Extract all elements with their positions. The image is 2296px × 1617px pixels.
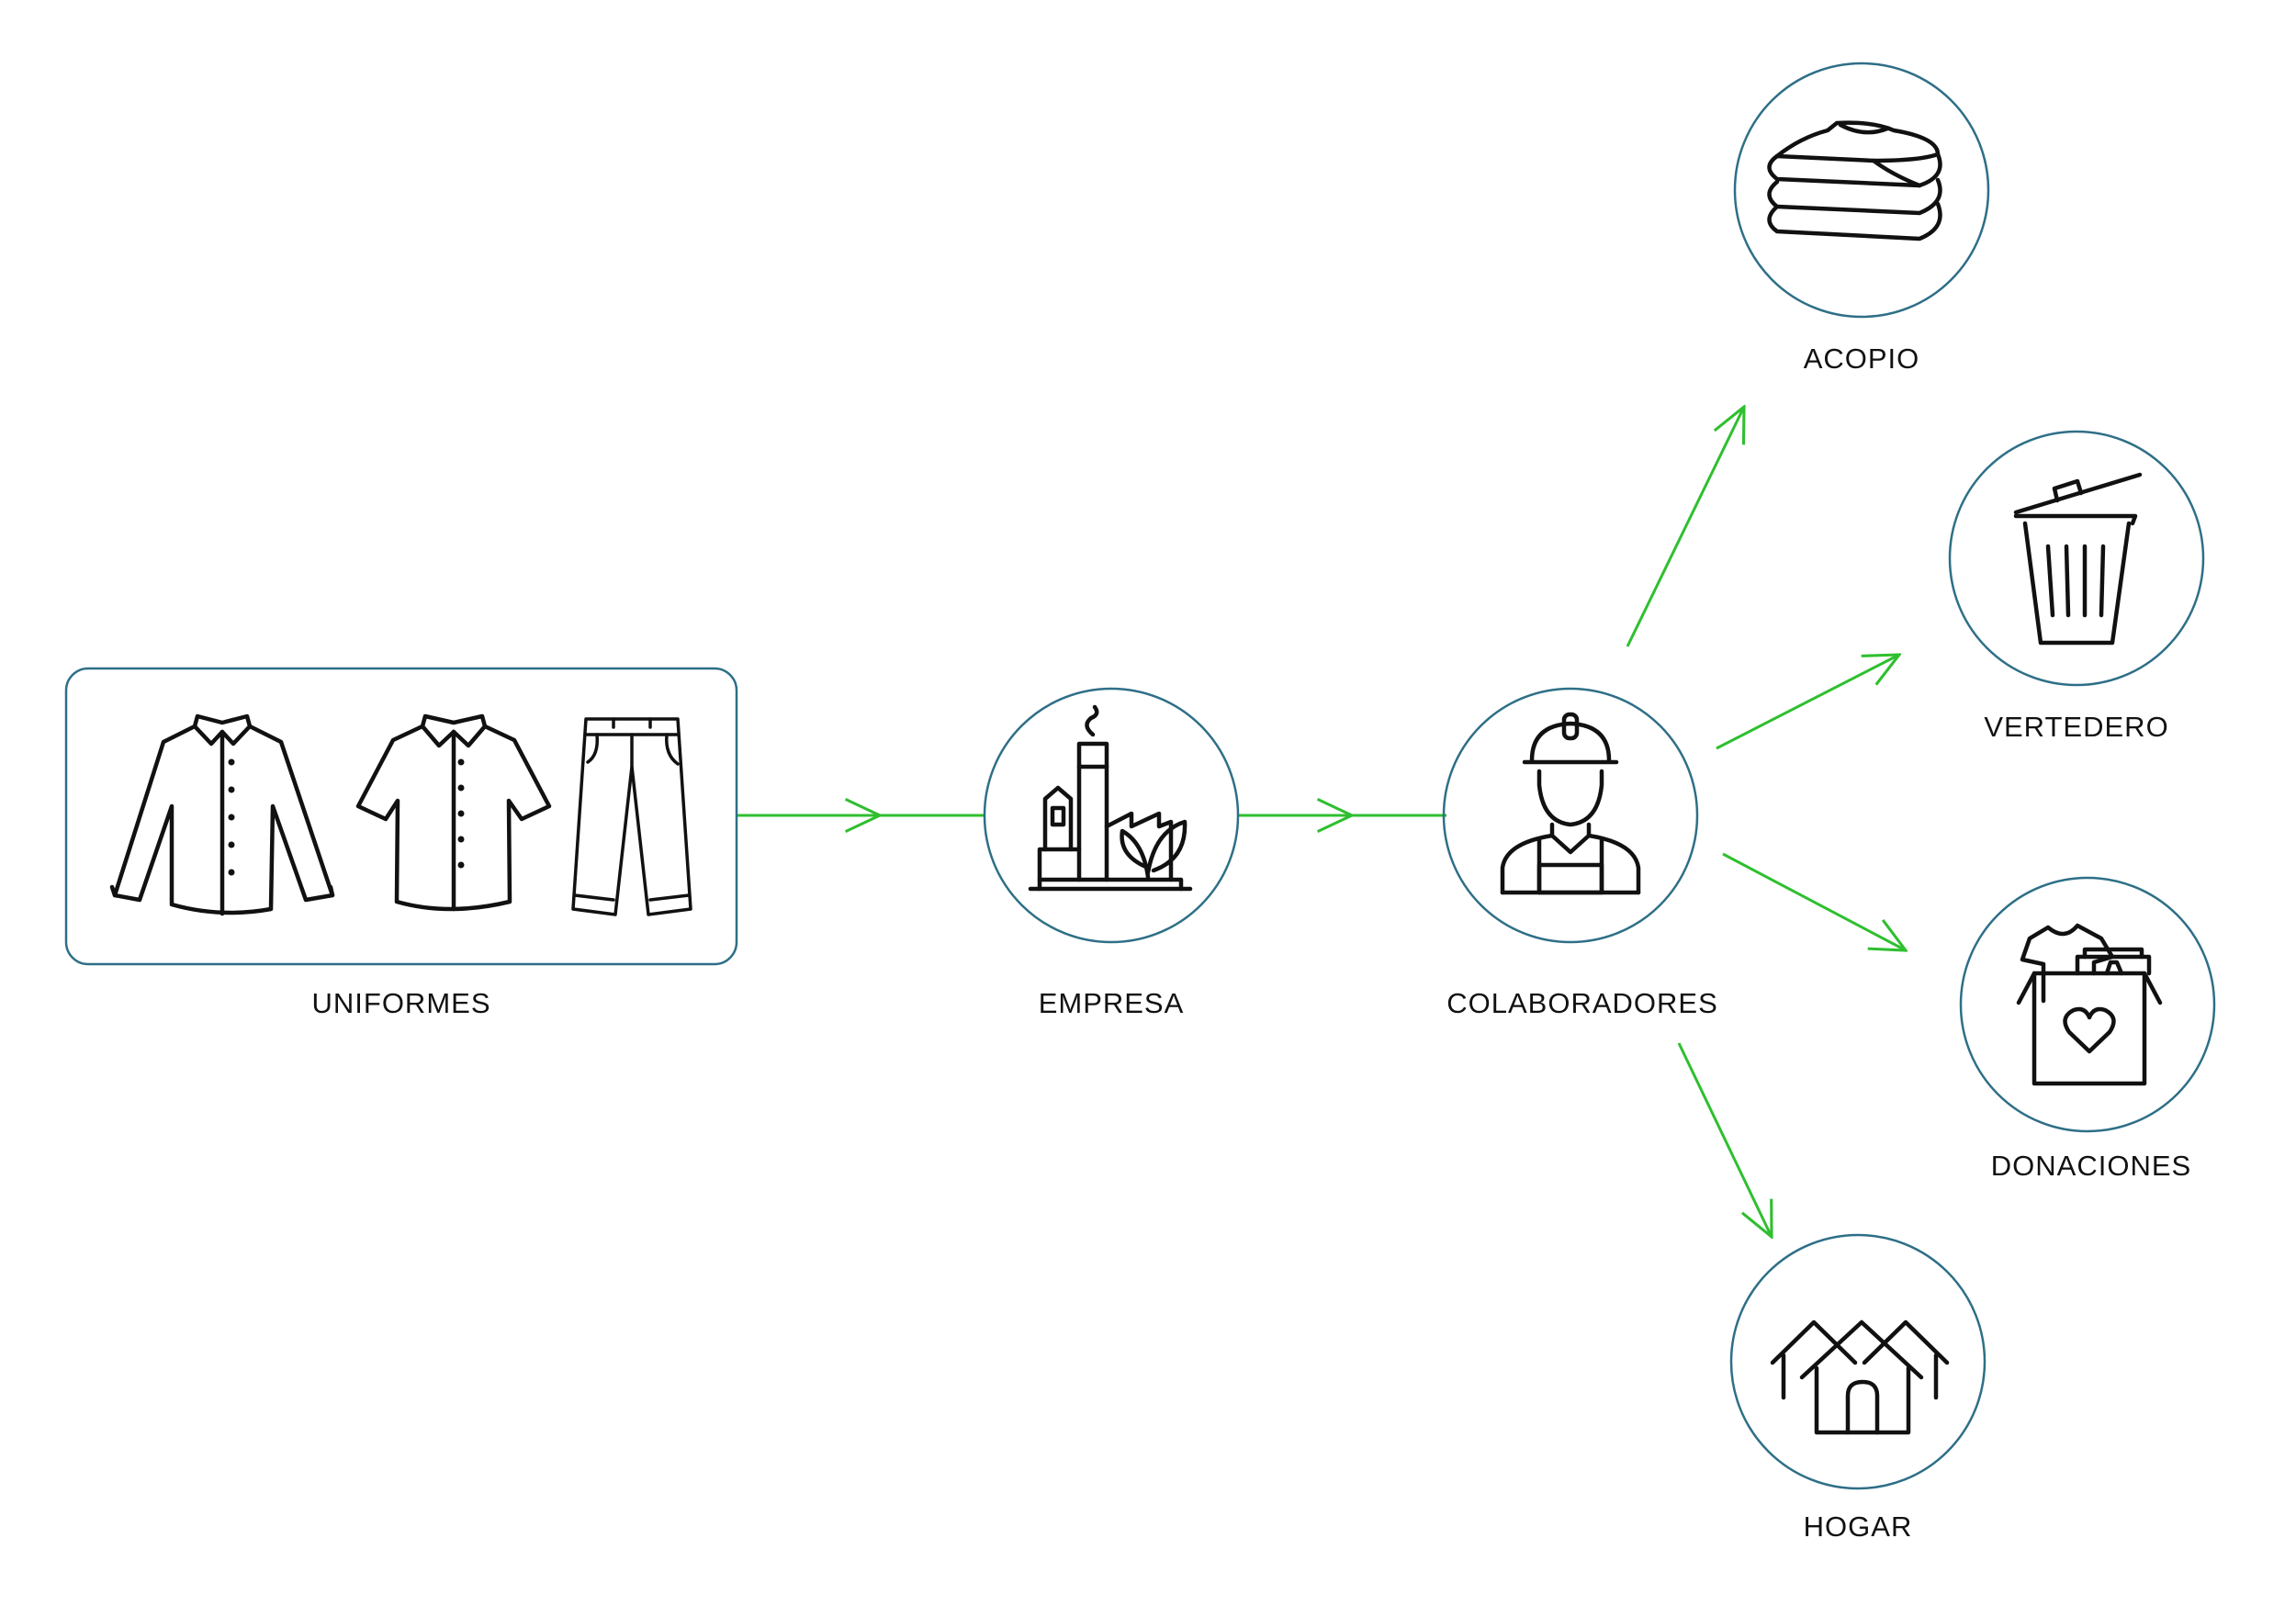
vertedero-circle — [1948, 430, 2205, 687]
arrows — [737, 407, 1906, 1237]
pants-icon — [571, 717, 692, 916]
uniformes-frame — [64, 667, 738, 966]
long-sleeve-shirt-icon — [109, 713, 335, 916]
arrow-colaboradores-acopio — [1626, 407, 1744, 647]
hogar-circle — [1729, 1233, 1986, 1490]
donaciones-circle — [1959, 876, 2216, 1133]
houses-icon — [1770, 1319, 1950, 1435]
donaciones-label: DONACIONES — [1990, 1150, 2192, 1182]
empresa-label: EMPRESA — [1038, 987, 1185, 1019]
acopio-label: ACOPIO — [1803, 342, 1920, 375]
frames — [64, 62, 2216, 1490]
factory-leaf-icon — [1028, 704, 1193, 892]
empresa-circle — [983, 687, 1240, 944]
short-sleeve-shirt-icon — [355, 713, 552, 912]
hogar-label: HOGAR — [1803, 1510, 1913, 1543]
colaboradores-circle — [1442, 687, 1699, 944]
arrow-colaboradores-hogar — [1677, 1042, 1772, 1237]
arrow-colaboradores-donaciones — [1722, 852, 1906, 950]
acopio-circle — [1733, 62, 1990, 319]
worker-helmet-icon — [1500, 712, 1641, 895]
donation-box-icon — [2016, 923, 2163, 1086]
arrow-colaboradores-vertedero — [1716, 655, 1899, 750]
colaboradores-label: COLABORADORES — [1446, 987, 1718, 1019]
vertedero-label: VERTEDERO — [1984, 711, 2169, 743]
folded-clothes-icon — [1767, 120, 1942, 241]
uniformes-label: UNIFORMES — [311, 987, 491, 1019]
trash-can-icon — [2013, 472, 2143, 646]
